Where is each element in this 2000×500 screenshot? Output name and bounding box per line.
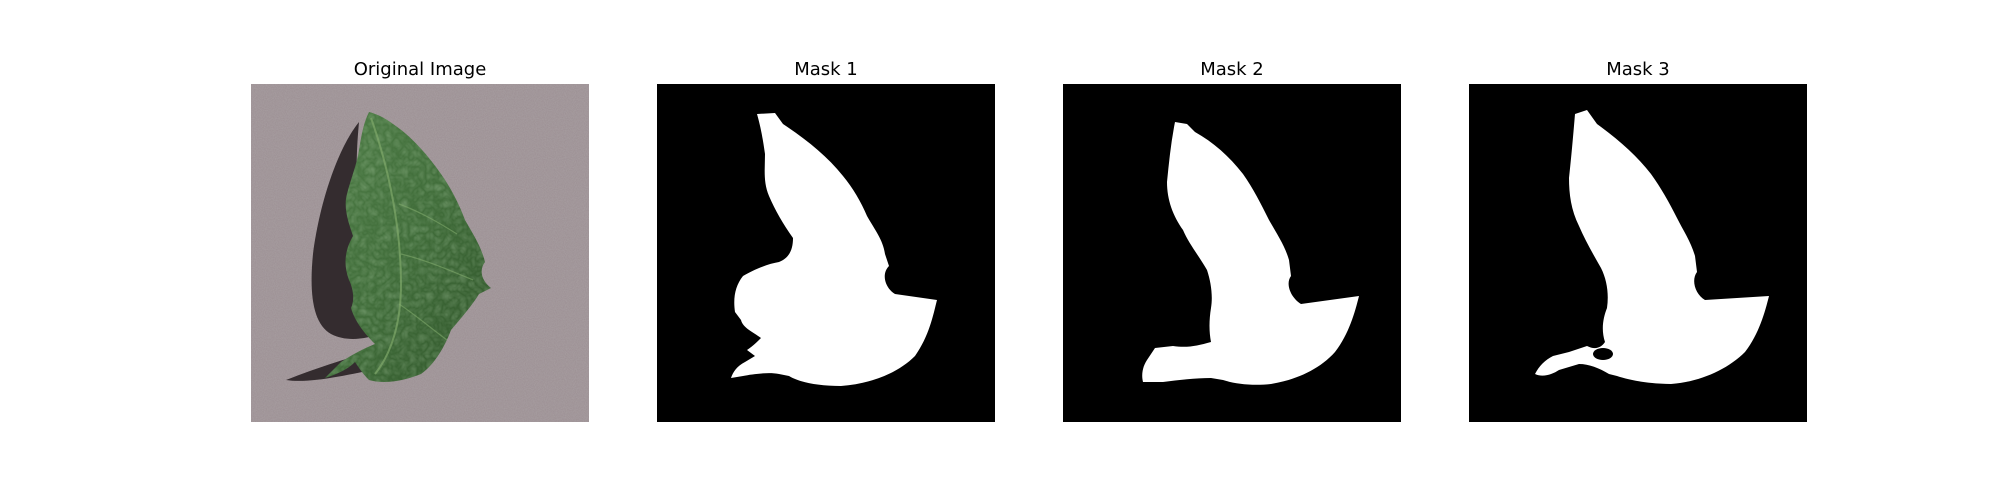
- panel-mask-3: Mask 3: [1469, 0, 1807, 500]
- panel-title: Mask 2: [1200, 59, 1264, 80]
- panel-mask-2: Mask 2: [1063, 0, 1401, 500]
- mask-2-region: [1142, 122, 1359, 385]
- panel-title: Mask 1: [794, 59, 858, 80]
- mask-1-region: [731, 113, 937, 386]
- mask-3-image: [1469, 84, 1807, 422]
- mask-1-image: [657, 84, 995, 422]
- panel-title: Original Image: [353, 59, 487, 80]
- panel-title: Mask 3: [1606, 59, 1670, 80]
- mask-3-region: [1535, 110, 1769, 384]
- mask-2-image: [1063, 84, 1401, 422]
- panel-original-image: Original Image: [251, 0, 589, 500]
- original-leaf-photo: [251, 84, 589, 422]
- panel-mask-1: Mask 1: [657, 0, 995, 500]
